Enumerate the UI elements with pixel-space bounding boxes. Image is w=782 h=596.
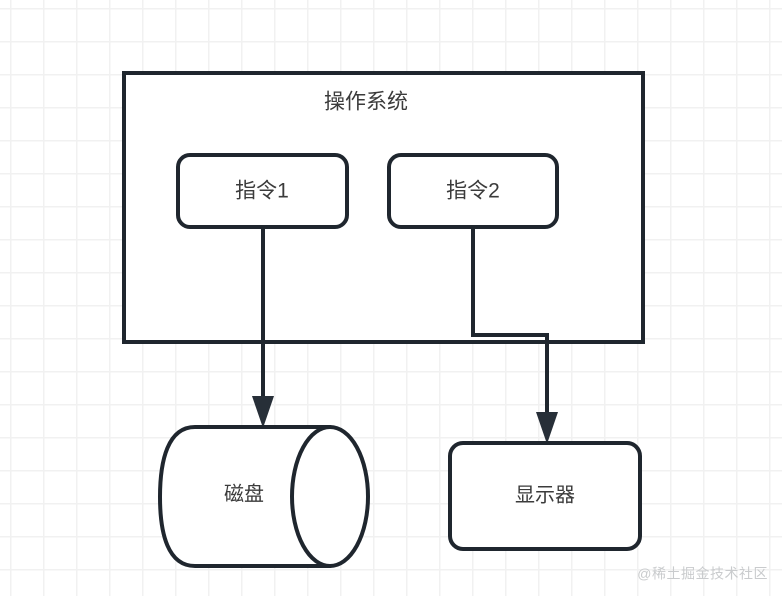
operating-system-title: 操作系统 [324,91,408,114]
node-instruction-2-label: 指令2 [446,180,500,203]
node-disk-label: 磁盘 [224,482,264,505]
edge-instruction1-disk[interactable] [252,227,274,428]
edge-instruction2-monitor-arrowhead [536,412,558,444]
watermark: @稀土掘金技术社区 [637,566,768,582]
node-monitor[interactable]: 显示器 [448,441,642,551]
node-instruction-1-shape [176,153,349,229]
edge-instruction2-monitor[interactable] [471,227,558,444]
node-monitor-label: 显示器 [515,484,575,506]
edge-instruction1-disk-arrowhead [252,396,274,428]
node-instruction-2-shape [387,153,559,229]
node-disk-shape [157,425,332,568]
node-instruction-1[interactable]: 指令1 [176,153,349,229]
node-disk-right-ellipse [290,425,370,568]
node-instruction-2[interactable]: 指令2 [387,153,559,229]
node-disk[interactable]: 磁盘 [157,425,370,568]
node-instruction-1-label: 指令1 [235,180,289,203]
node-monitor-shape [448,441,642,551]
edge-instruction2-monitor-line [471,227,549,419]
